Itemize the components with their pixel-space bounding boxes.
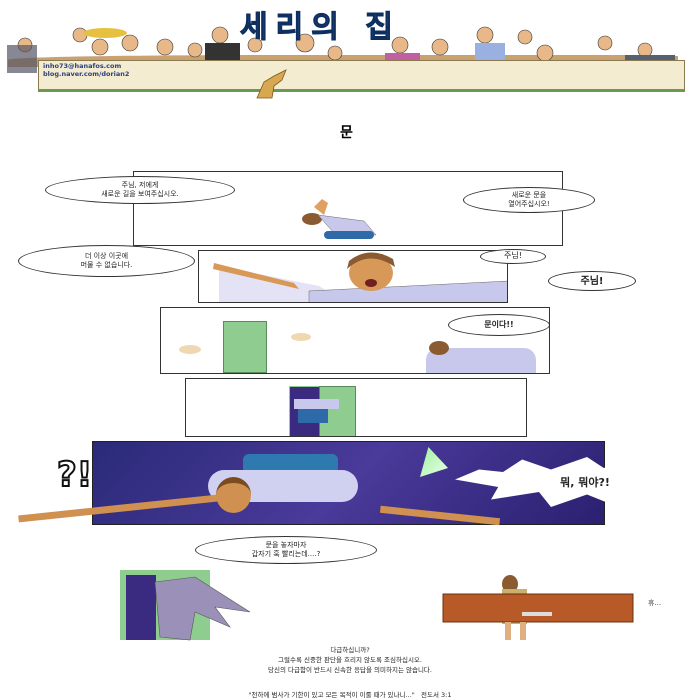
dust-cloud (291, 333, 311, 341)
dust-cloud (179, 345, 201, 354)
message-line: 다급하십니까? (330, 646, 370, 654)
sigh-text: 휴... (648, 599, 662, 607)
dark-doorway (126, 575, 156, 640)
man-carrying-door (442, 575, 634, 640)
falling-door-light (420, 447, 448, 477)
bubble-line: 머물 수 없습니다. (80, 261, 133, 269)
speech-bubble-p6: 문을 놓자마자 갑자기 훅 빨리는데....? (195, 536, 377, 564)
cat-icon (256, 69, 287, 99)
speech-bubble-p2-big: 주님! (548, 271, 636, 291)
bubble-line: 열어주십시오! (508, 200, 550, 208)
bible-quote: "천하에 범사가 기한이 있고 모든 목적이 이룰 때가 있나니..." 전도서… (0, 689, 700, 699)
man-legs (298, 409, 328, 423)
speech-bubble-p2-left: 더 이상 이곳에 머물 수 없습니다. (18, 245, 195, 277)
panel-2 (198, 250, 508, 303)
bubble-line: 새로운 길을 보여주십시오. (101, 190, 179, 198)
burst-text: 뭐, 뭐야?! (560, 476, 610, 489)
exclamation-text: ?! (56, 454, 93, 496)
speech-bubble-p1-right: 새로운 문을 열어주십시오! (463, 187, 595, 213)
quote-source: 전도서 3:1 (420, 691, 452, 699)
bubble-line: 더 이상 이곳에 (84, 251, 129, 260)
banner-title: 세리의 집 (240, 10, 401, 46)
message-line: 당신의 다급함이 반드시 신속한 응답을 의미하지는 않습니다. (268, 666, 432, 674)
shouting-man-figure (213, 252, 507, 302)
man-head (429, 341, 449, 355)
crowd-illustration (7, 26, 675, 73)
message-line: 그럴수록 신중한 판단을 흐리지 않도록 조심하십시오. (278, 656, 422, 664)
praying-man-figure (302, 199, 377, 239)
email-text: inho73@hanafos.com (43, 62, 122, 70)
speech-bubble-p2-small: 주님! (480, 249, 546, 264)
bubble-line: 문을 놓자마자 (265, 540, 307, 549)
panel-4 (185, 378, 527, 437)
man-pulled-figure (294, 399, 339, 409)
speech-bubble-p1-left: 주님, 저에게 새로운 길을 보여주십시오. (45, 176, 235, 204)
bubble-line: 주님, 저에게 (121, 180, 159, 189)
episode-title: 문 (340, 125, 353, 141)
bubble-line: 새로운 문을 (511, 190, 547, 199)
bubble-line: 갑자기 훅 빨리는데....? (251, 550, 321, 558)
panel-3 (160, 307, 550, 374)
man-head (216, 477, 251, 513)
blog-text: blog.naver.com/dorian2 (43, 69, 130, 78)
quote-text: "천하에 범사가 기한이 있고 모든 목적이 이룰 때가 있나니..." (248, 691, 415, 699)
man-legs (243, 454, 338, 474)
winged-figure (154, 576, 251, 641)
speech-bubble-p3: 문이다!! (448, 314, 550, 336)
banner: inho73@hanafos.com blog.naver.com/dorian… (0, 0, 700, 100)
green-door (223, 321, 267, 373)
tablecloth: inho73@hanafos.com blog.naver.com/dorian… (38, 60, 685, 92)
